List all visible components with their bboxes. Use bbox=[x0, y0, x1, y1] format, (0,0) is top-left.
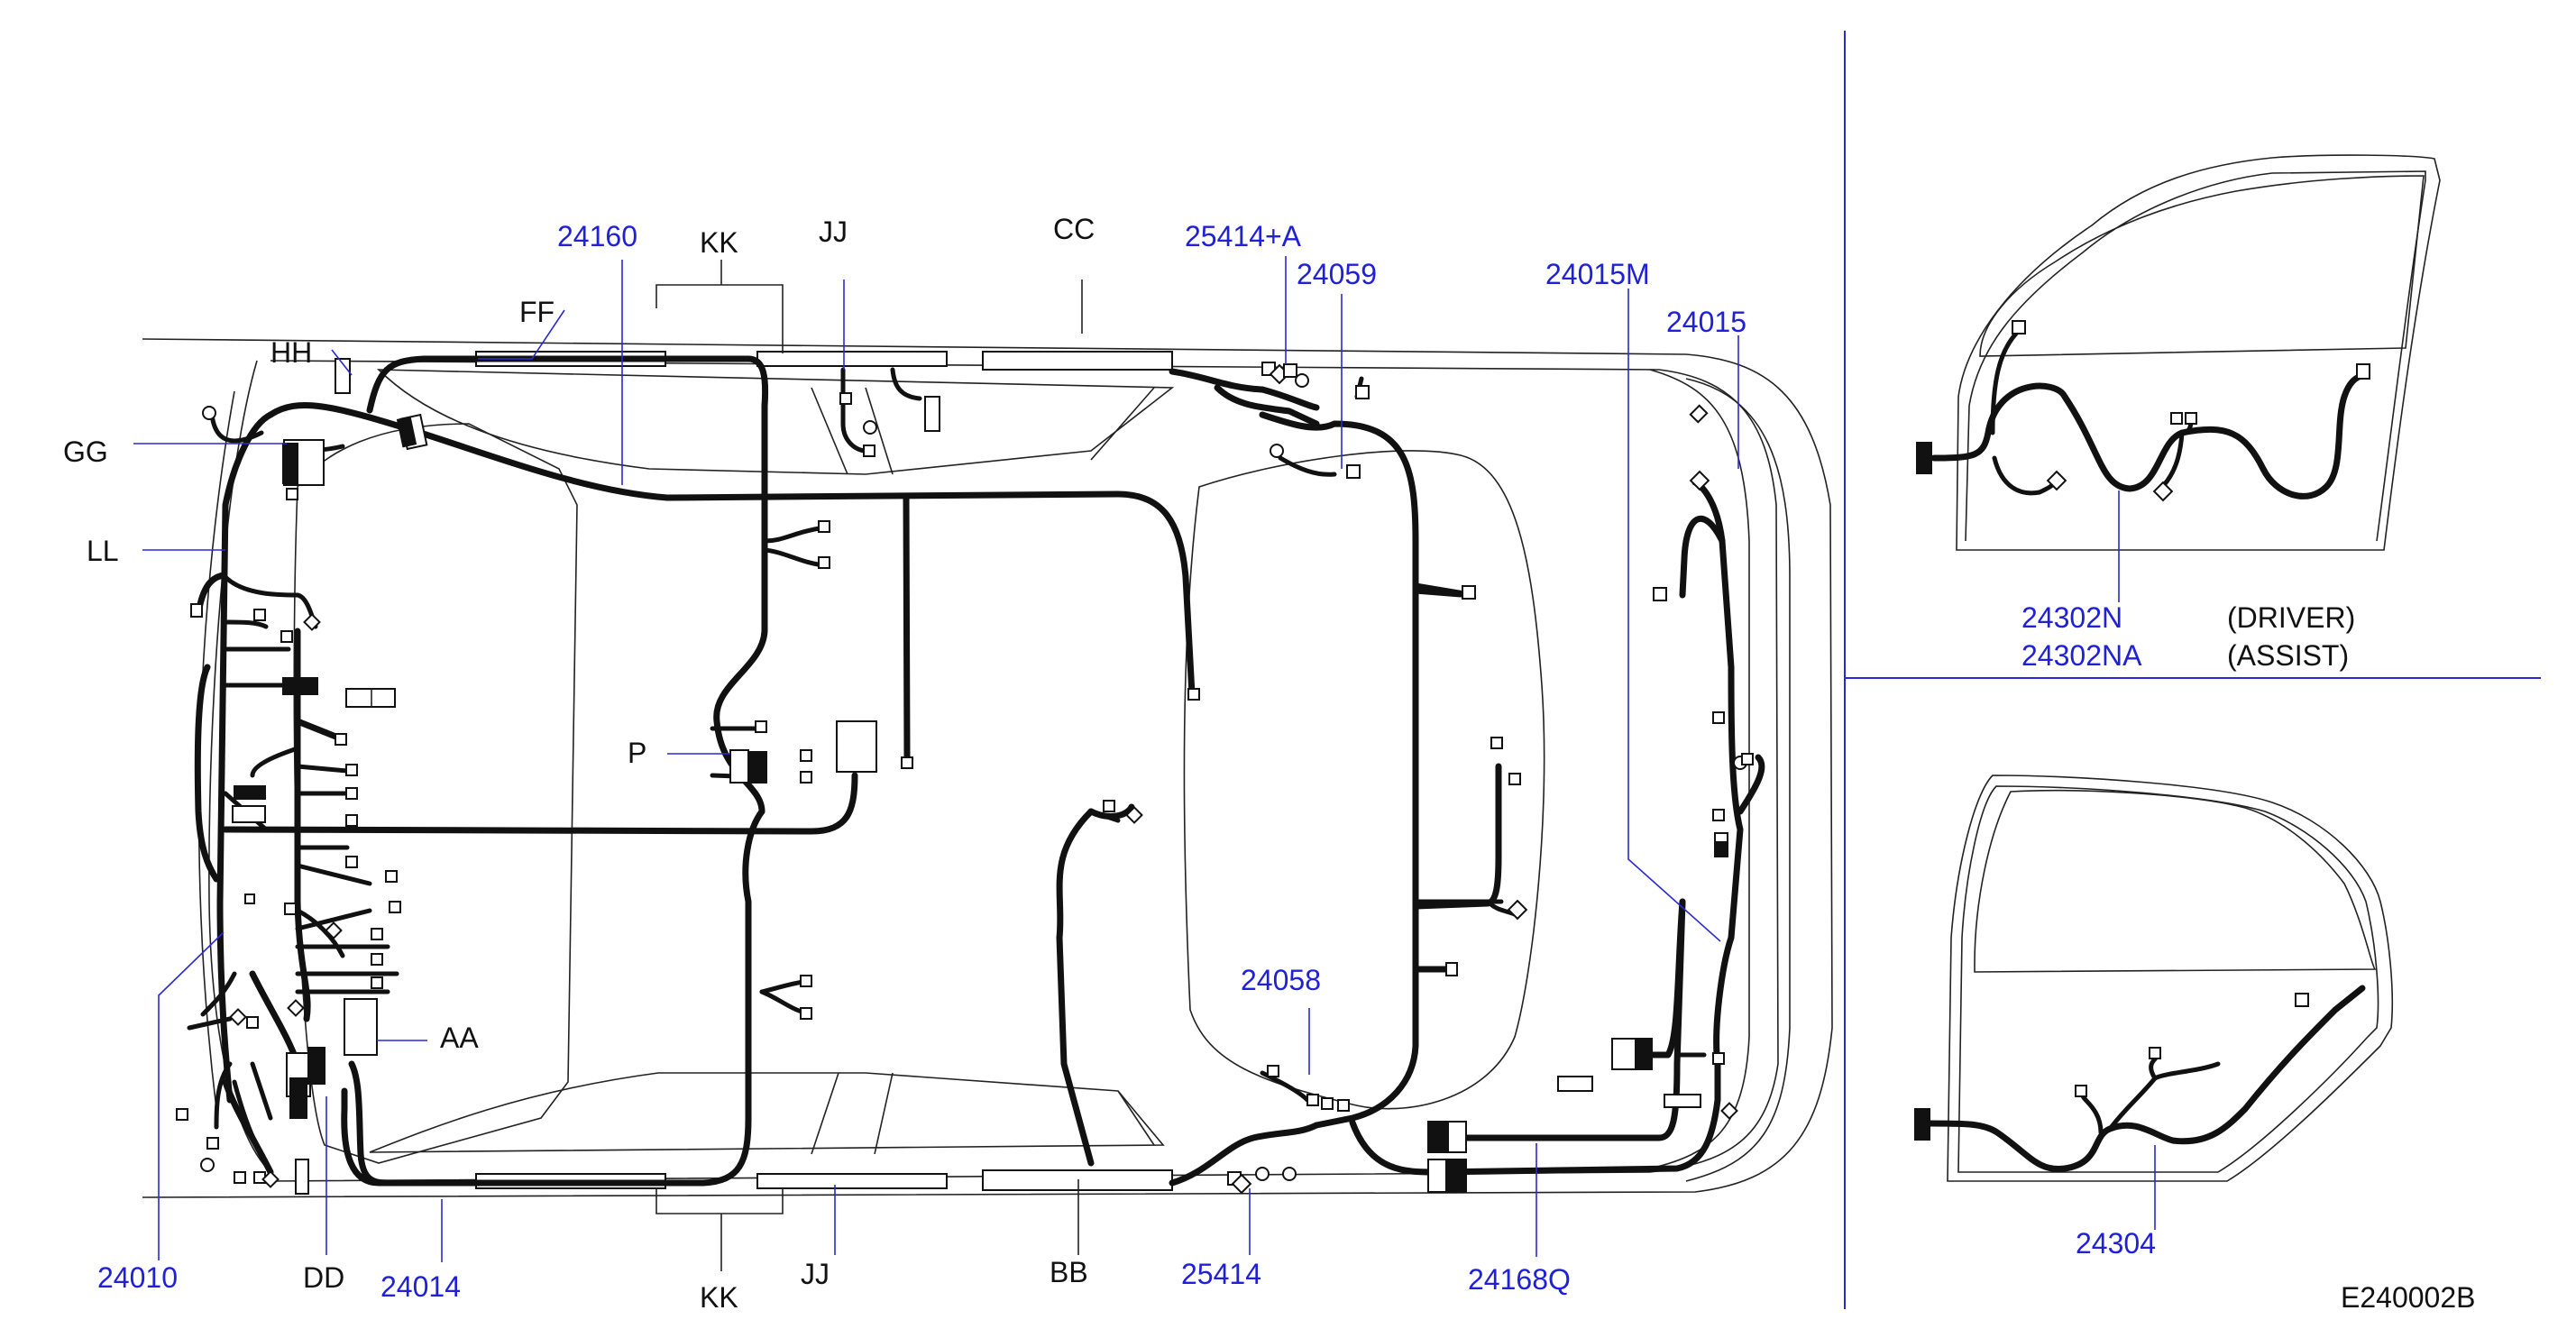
figure-code: E240002B bbox=[2341, 1281, 2475, 1314]
label-aa: AA bbox=[440, 1022, 479, 1054]
car-body-outline bbox=[142, 338, 1833, 1198]
label-driver: (DRIVER) bbox=[2227, 601, 2355, 634]
label-24302n: 24302N bbox=[2021, 601, 2122, 634]
connectors bbox=[176, 358, 1754, 1195]
label-ll: LL bbox=[87, 535, 119, 567]
label-24304: 24304 bbox=[2076, 1227, 2156, 1260]
label-hh: HH bbox=[270, 336, 312, 369]
main-harness bbox=[194, 355, 1765, 1187]
rear-door-diagram bbox=[1914, 774, 2394, 1230]
label-kk-bottom: KK bbox=[700, 1281, 738, 1314]
label-assist: (ASSIST) bbox=[2227, 639, 2349, 672]
front-door-diagram bbox=[1916, 154, 2441, 602]
label-bb: BB bbox=[1050, 1256, 1088, 1288]
labels: 24160 KK JJ CC 25414+A 24059 24015M 2401… bbox=[63, 213, 2475, 1314]
label-24058: 24058 bbox=[1241, 964, 1321, 996]
label-jj-top: JJ bbox=[819, 215, 848, 248]
label-24015: 24015 bbox=[1666, 306, 1746, 338]
label-24160: 24160 bbox=[557, 220, 637, 252]
label-24059: 24059 bbox=[1297, 258, 1377, 290]
label-25414a: 25414+A bbox=[1185, 220, 1302, 252]
label-24010: 24010 bbox=[97, 1261, 178, 1294]
label-kk-top: KK bbox=[700, 226, 738, 259]
label-25414: 25414 bbox=[1181, 1258, 1261, 1290]
label-ff: FF bbox=[519, 296, 555, 328]
label-24302na: 24302NA bbox=[2021, 639, 2142, 672]
label-jj-bottom: JJ bbox=[801, 1258, 830, 1290]
label-cc: CC bbox=[1053, 213, 1095, 245]
label-p: P bbox=[628, 737, 646, 769]
label-24015m: 24015M bbox=[1545, 258, 1650, 290]
leader-lines bbox=[133, 256, 1739, 1271]
label-gg: GG bbox=[63, 435, 108, 468]
label-24168q: 24168Q bbox=[1468, 1263, 1571, 1296]
label-24014: 24014 bbox=[380, 1270, 461, 1303]
label-dd: DD bbox=[303, 1261, 344, 1294]
